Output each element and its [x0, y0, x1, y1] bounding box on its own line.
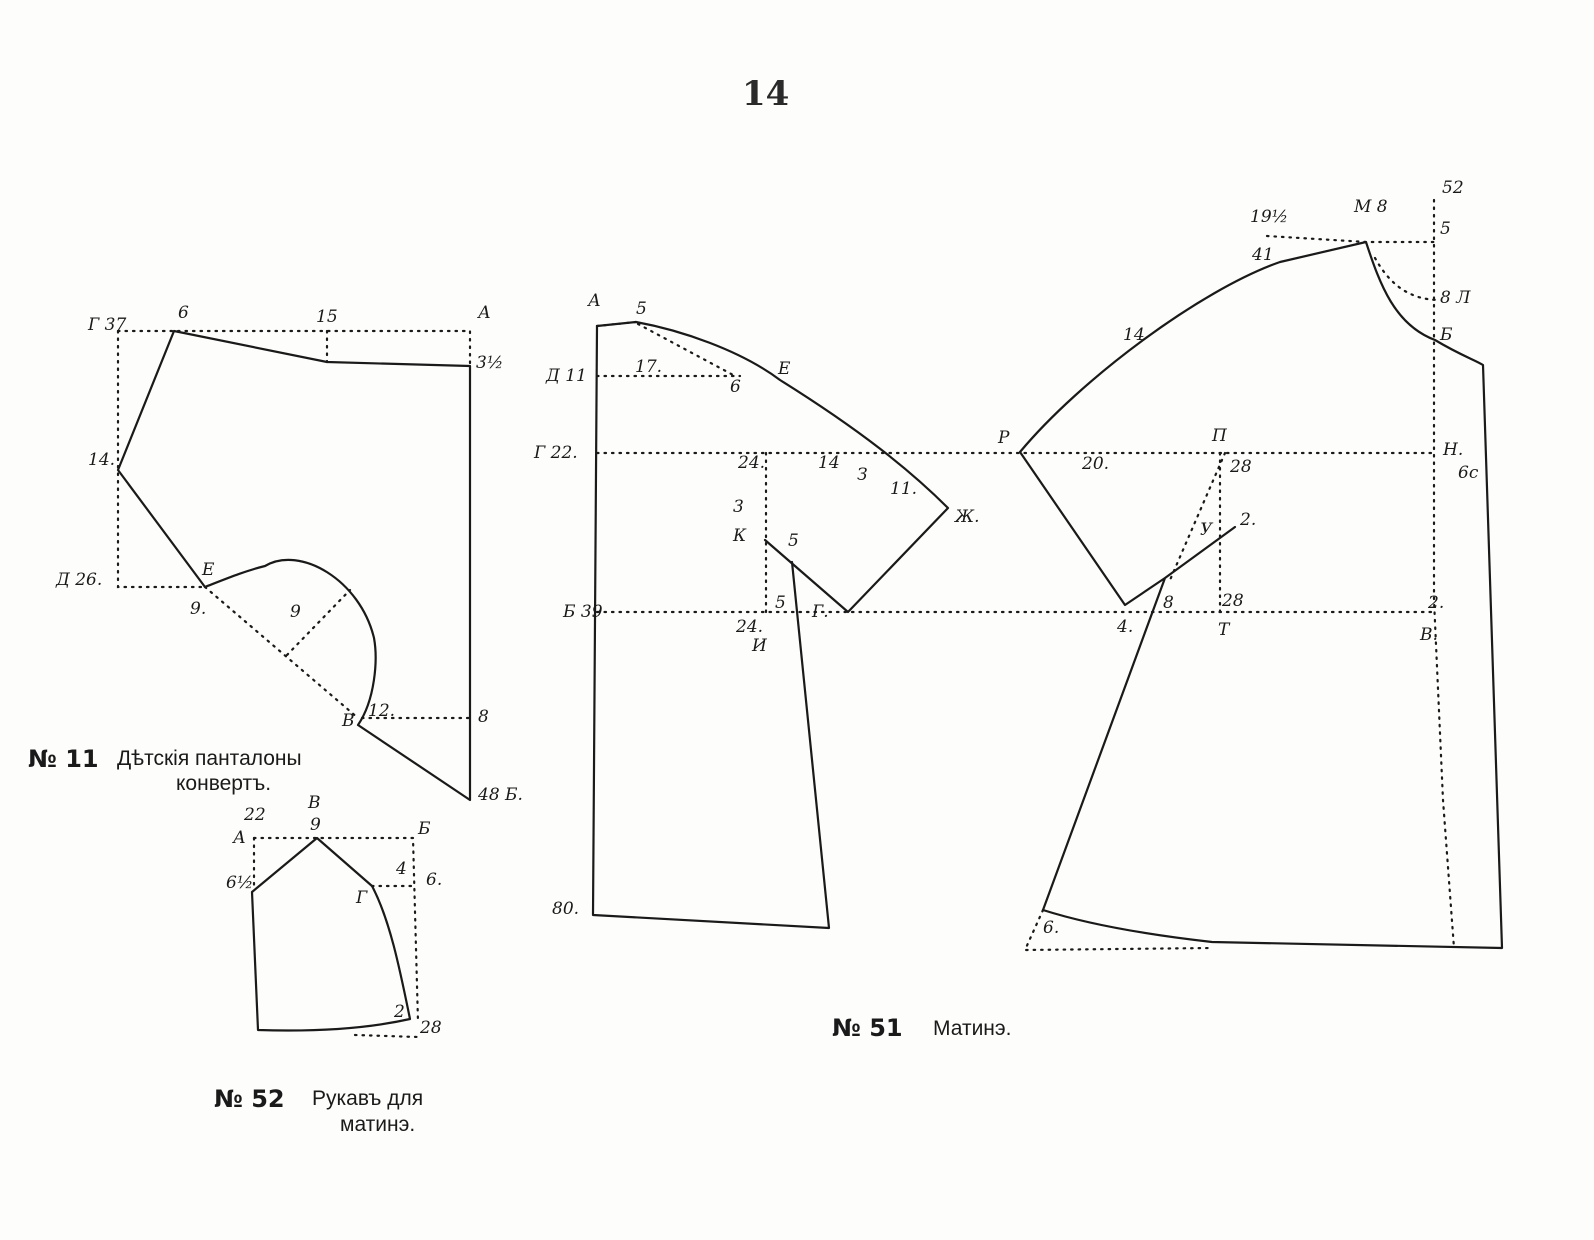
fig51-label-28-top: 28	[1229, 457, 1252, 477]
fig51-label-gamma: Г.	[811, 602, 829, 622]
fig11-left-guide	[116, 329, 207, 589]
fig51-label-p: П	[1211, 426, 1228, 446]
fig52-label-6-half: 6½	[226, 873, 253, 893]
fig51-label-i: И	[751, 636, 768, 656]
fig51-label-k: К	[732, 526, 747, 546]
fig51-p-diagonal	[1168, 451, 1227, 582]
fig51-label-5-k: 5	[788, 531, 799, 551]
fig51-label-m8: М 8	[1353, 197, 1388, 217]
fig51-label-5-top: 5	[636, 299, 647, 319]
fig51-neck-guide	[636, 322, 737, 378]
fig52-label-v: В	[307, 793, 321, 813]
fig51-label-17: 17.	[635, 357, 662, 377]
fig51-label-11: 11.	[890, 479, 917, 499]
figure-11-pants-pattern: Г 37 6 15 А 3½ 14. Д 26. Е 9. 9 В 12. 8 …	[55, 303, 523, 805]
fig11-top-guide	[116, 329, 472, 367]
fig51-label-2: 2.	[1239, 510, 1256, 530]
fig51-label-2-right: 2.	[1427, 593, 1444, 613]
fig11-label-9-mid: 9	[290, 602, 301, 622]
fig51-label-r: Р	[997, 428, 1010, 448]
figure-52-sleeve-pattern: 22 В А 9 Б 6½ Г 4 6. 2 28	[226, 793, 442, 1039]
fig51-back-outline	[1018, 240, 1504, 950]
fig51-label-14-mid: 14	[818, 453, 840, 473]
fig11-label-g37: Г 37	[87, 315, 126, 335]
fig51-back-centre	[1432, 198, 1456, 950]
fig52-label-28: 28	[419, 1018, 442, 1038]
page-number: 14	[742, 74, 789, 114]
fig11-caption-line1: Дѣтскія панталоны	[117, 747, 302, 770]
fig51-label-5-right: 5	[1440, 219, 1451, 239]
fig11-label-14: 14.	[88, 450, 115, 470]
fig51-front-side	[591, 324, 831, 930]
fig11-label-b48: 48 Б.	[477, 785, 523, 805]
fig51-label-24-top: 24.	[737, 453, 765, 473]
fig52-label-9: 9	[310, 815, 321, 835]
fig51-label-z: З	[857, 465, 868, 485]
fig11-radius	[285, 588, 352, 657]
fig51-label-41: 41	[1251, 245, 1274, 265]
fig11-label-12: 12.	[368, 701, 395, 721]
fig11-caption-line2: конвертъ.	[176, 772, 271, 795]
fig11-outline	[116, 329, 472, 802]
fig51-label-14-back: 14	[1123, 325, 1145, 345]
fig11-label-a: А	[477, 303, 491, 323]
fig52-caption-number: № 52	[214, 1085, 285, 1113]
fig52-bottom-guide	[353, 1033, 420, 1039]
fig51-caption-text: Матинэ.	[933, 1017, 1011, 1040]
fig52-label-6: 6.	[426, 870, 442, 890]
fig51-label-b39: Б 39	[562, 602, 603, 622]
fig51-label-n: Н.	[1442, 440, 1463, 460]
fig51-label-d11: Д 11	[545, 366, 587, 386]
fig51-label-4: 4.	[1116, 617, 1133, 637]
fig52-label-22: 22	[243, 805, 266, 825]
fig11-label-3-half: 3½	[476, 353, 503, 373]
fig11-label-d26: Д 26.	[55, 570, 102, 590]
fig51-label-80: 80.	[552, 899, 579, 919]
figure-51-matinee-pattern: А 5 Д 11 17. 6 Е Г 22. 24. 14 З 11. Ж. 3…	[533, 178, 1504, 952]
fig51-label-24-low: 24.	[735, 617, 763, 637]
fig11-label-8: 8	[478, 707, 489, 727]
fig51-label-u: У	[1200, 520, 1214, 540]
fig52-label-a: А	[232, 828, 246, 848]
fig51-hem-corner	[1023, 908, 1214, 952]
fig51-label-8l: 8 Л	[1440, 288, 1471, 308]
fig51-label-28-low: 28	[1221, 591, 1244, 611]
fig51-neck-curve	[1373, 256, 1442, 302]
fig51-label-3: 3	[733, 497, 744, 517]
fig52-label-g: Г	[355, 888, 368, 908]
fig52-label-4: 4	[395, 859, 407, 879]
fig51-label-5-low: 5	[775, 593, 786, 613]
fig51-label-a: А	[587, 291, 601, 311]
fig52-caption-line1: Рукавъ для	[312, 1087, 423, 1110]
fig51-caption-number: № 51	[832, 1014, 903, 1042]
fig11-label-e: Е	[201, 560, 215, 580]
fig51-label-t: Т	[1218, 620, 1231, 640]
fig51-label-19-half: 19½	[1250, 207, 1288, 227]
fig52-label-b: Б	[417, 819, 431, 839]
fig51-label-b-right: Б	[1439, 325, 1453, 345]
fig51-label-8-mid: 8	[1163, 593, 1174, 613]
fig51-front-outline	[595, 320, 950, 614]
fig11-label-v: В	[341, 711, 355, 731]
fig11-label-9-left: 9.	[190, 599, 206, 619]
fig51-label-52: 52	[1442, 178, 1464, 198]
fig52-caption-line2: матинэ.	[340, 1113, 415, 1136]
fig11-label-15: 15	[316, 307, 338, 327]
fig51-label-v-right: В.	[1419, 625, 1438, 645]
fig51-label-6-bottom: 6.	[1043, 918, 1059, 938]
fig11-label-6: 6	[178, 303, 189, 323]
fig11-caption-number: № 11	[28, 745, 99, 773]
fig51-label-20: 20.	[1081, 454, 1109, 474]
fig52-label-2: 2	[393, 1002, 405, 1022]
fig51-label-e: Е	[777, 359, 791, 379]
fig51-label-6c: 6с	[1458, 463, 1479, 483]
fig51-label-zh: Ж.	[954, 507, 980, 527]
fig51-shoulder-top	[1265, 234, 1437, 244]
fig52-outline	[250, 836, 412, 1032]
fig51-label-g22: Г 22.	[533, 443, 578, 463]
fig52-top-guide	[252, 836, 420, 1024]
fig51-label-6-mid: 6	[730, 377, 741, 397]
